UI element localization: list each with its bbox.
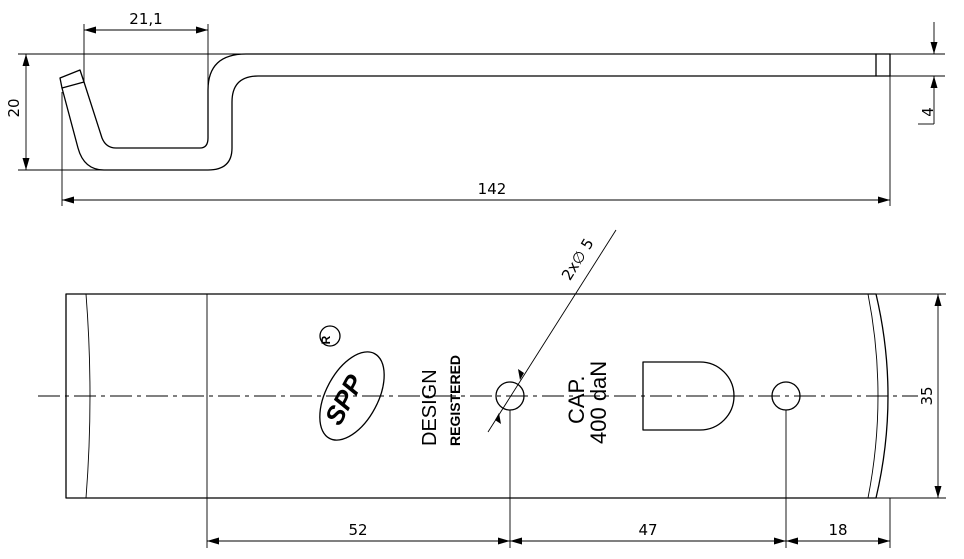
hook-profile-inner — [83, 53, 891, 149]
dim-width: 35 — [918, 386, 936, 405]
arrow — [518, 369, 524, 380]
load-capacity-text: 400 daN — [586, 361, 611, 444]
arrow — [84, 26, 96, 34]
dim-thickness: 4 — [919, 107, 937, 117]
dim-hook-width: 21,1 — [129, 10, 162, 28]
arrow — [196, 26, 208, 34]
logo-text: SPP — [319, 369, 370, 430]
logo-oval — [319, 351, 385, 441]
slot — [642, 361, 735, 431]
cap-text: CAP. — [564, 375, 589, 424]
arrow — [774, 537, 786, 545]
dim-seg-47: 47 — [638, 521, 657, 539]
hole-leader — [487, 229, 617, 433]
arrow — [930, 42, 938, 54]
registered-text: REGISTERED — [447, 355, 463, 446]
arrow — [498, 537, 510, 545]
plan-view: 2x∅ 5 SPP R DESIGN REGISTERED CAP. 400 d… — [38, 229, 946, 548]
registered-mark: R — [319, 335, 333, 344]
dim-holes: 2x∅ 5 — [558, 235, 598, 283]
hook-tip — [59, 69, 85, 89]
hook-profile-outer — [61, 75, 891, 171]
side-view: 21,1 20 4 142 — [5, 10, 945, 206]
arrow — [934, 294, 942, 306]
arrow — [495, 413, 501, 424]
dim-seg-18: 18 — [828, 521, 847, 539]
arrow — [934, 486, 942, 498]
arrow — [878, 537, 890, 545]
arrow — [786, 537, 798, 545]
dim-seg-52: 52 — [348, 521, 367, 539]
arrow — [930, 76, 938, 88]
registered-circle — [319, 325, 341, 347]
dim-height: 20 — [5, 98, 23, 117]
arrow — [207, 537, 219, 545]
arrow — [22, 158, 30, 170]
arrow — [510, 537, 522, 545]
dim-length: 142 — [478, 180, 507, 198]
arrow — [22, 54, 30, 66]
arrow — [62, 196, 74, 204]
arrow — [878, 196, 890, 204]
design-text: DESIGN — [419, 369, 441, 446]
plate-outline — [65, 293, 889, 499]
